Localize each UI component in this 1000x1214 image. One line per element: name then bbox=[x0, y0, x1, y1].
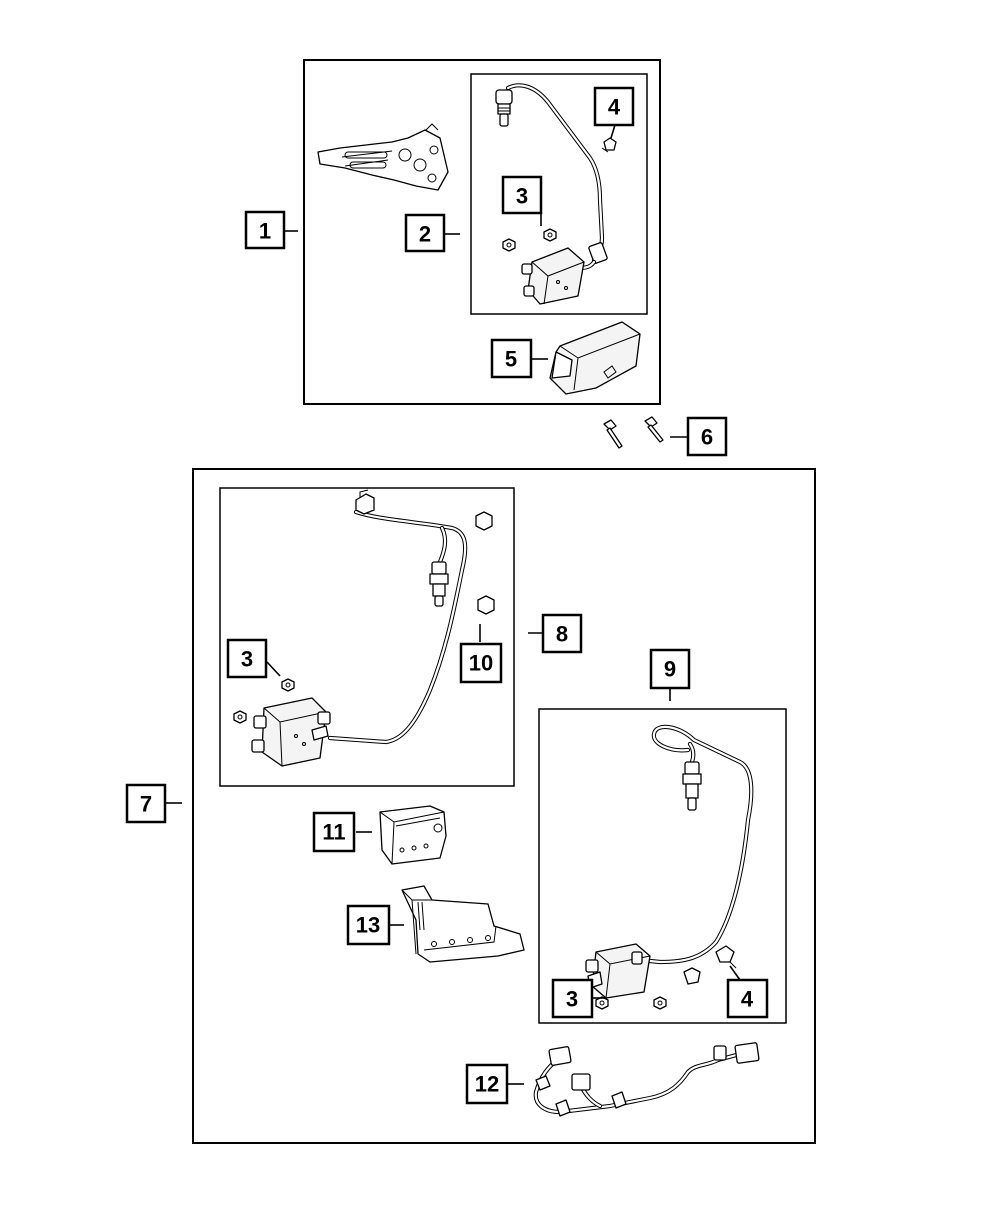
left-clips bbox=[233, 489, 495, 724]
callout-5: 5 bbox=[490, 338, 533, 379]
callout-6-label: 6 bbox=[701, 425, 713, 450]
wiring-harness bbox=[533, 1042, 760, 1117]
callout-3-upper-label: 3 bbox=[516, 184, 528, 209]
right-sensor-assembly bbox=[585, 724, 754, 1010]
large-bracket bbox=[401, 885, 525, 963]
group-frame-1 bbox=[303, 59, 661, 405]
sensor-cover bbox=[549, 321, 641, 395]
callout-13: 13 bbox=[346, 904, 391, 946]
upper-sensor-assembly bbox=[495, 83, 608, 305]
upper-clip bbox=[601, 137, 617, 153]
callout-11-label: 11 bbox=[322, 820, 345, 845]
callout-6: 6 bbox=[686, 416, 728, 457]
callout-1-label: 1 bbox=[259, 219, 271, 244]
callout-5-label: 5 bbox=[505, 347, 517, 372]
callout-3-upper: 3 bbox=[501, 175, 543, 215]
callout-9-label: 9 bbox=[664, 657, 676, 682]
leader-lines bbox=[166, 124, 741, 1085]
callout-7-label: 7 bbox=[140, 792, 152, 817]
callout-4-upper: 4 bbox=[593, 86, 635, 127]
bolts bbox=[603, 416, 664, 449]
callout-8: 8 bbox=[541, 613, 583, 654]
callout-3-right-label: 3 bbox=[566, 987, 578, 1012]
callout-2: 2 bbox=[404, 213, 446, 253]
left-sensor-assembly bbox=[251, 509, 468, 767]
callout-12: 12 bbox=[465, 1063, 509, 1105]
group-frame-2 bbox=[470, 73, 648, 315]
callout-12-label: 12 bbox=[475, 1072, 499, 1097]
callout-3-left: 3 bbox=[226, 638, 268, 679]
callout-8-label: 8 bbox=[556, 622, 568, 647]
group-frame-7 bbox=[192, 468, 816, 1144]
callout-3-left-label: 3 bbox=[241, 647, 253, 672]
callout-7: 7 bbox=[125, 783, 167, 824]
callout-4-right: 4 bbox=[726, 978, 769, 1019]
upper-nut bbox=[502, 228, 557, 252]
callout-9: 9 bbox=[649, 648, 691, 690]
callout-3-right: 3 bbox=[551, 978, 594, 1019]
callout-11: 11 bbox=[312, 811, 356, 853]
callout-13-label: 13 bbox=[356, 913, 380, 938]
small-bracket bbox=[379, 805, 447, 865]
callout-4-upper-label: 4 bbox=[608, 95, 621, 120]
callout-10: 10 bbox=[459, 642, 503, 684]
upper-bracket bbox=[317, 123, 449, 191]
callout-10-label: 10 bbox=[469, 651, 493, 676]
callout-4-right-label: 4 bbox=[741, 987, 754, 1012]
callout-2-label: 2 bbox=[419, 222, 431, 247]
group-frame-8 bbox=[219, 487, 515, 787]
group-frame-9 bbox=[538, 708, 787, 1024]
callout-1: 1 bbox=[244, 210, 286, 250]
